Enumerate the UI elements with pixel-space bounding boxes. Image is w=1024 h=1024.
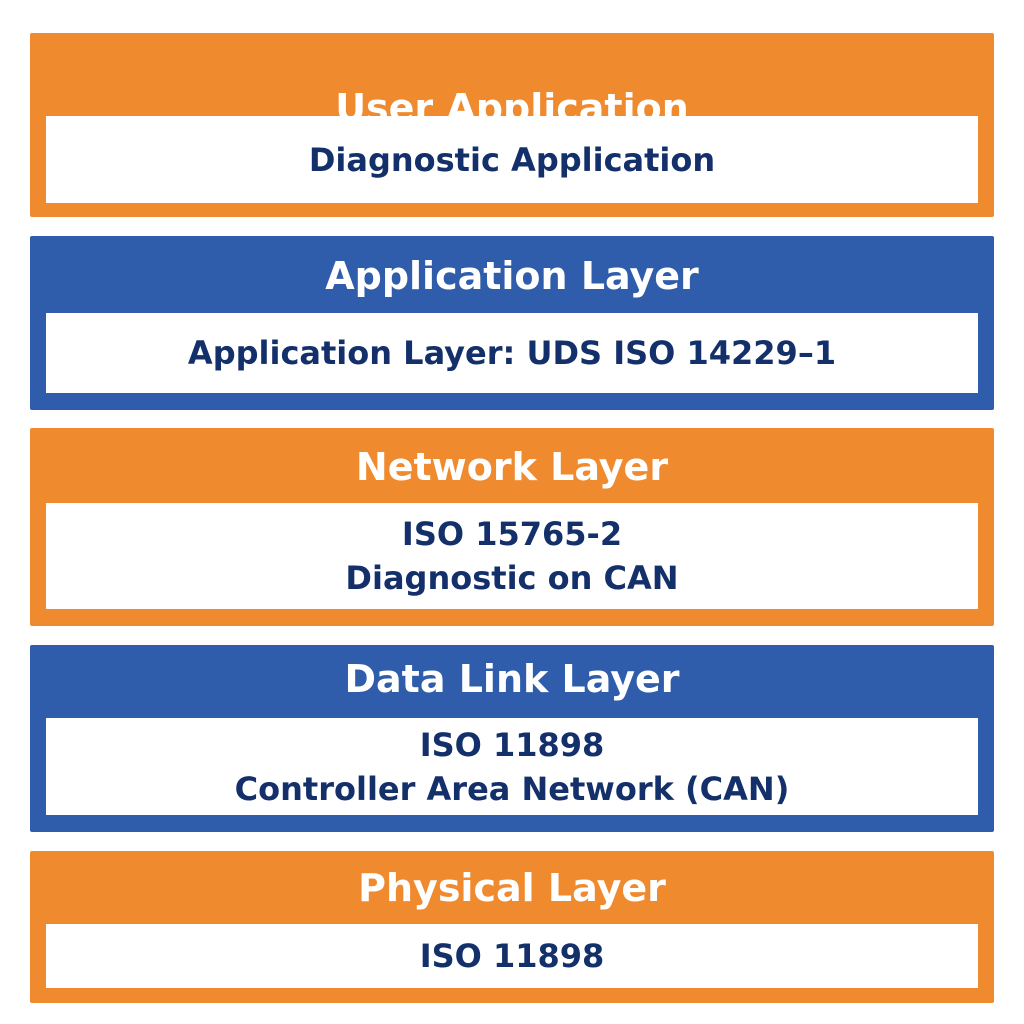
layer-content-line: Diagnostic Application (308, 140, 716, 179)
layer-user-application: User Application Diagnostic Application (30, 33, 994, 217)
layer-content-line: ISO 11898 (419, 725, 605, 764)
layer-content-box: ISO 11898 (46, 924, 978, 988)
layer-title: Application Layer (325, 254, 699, 298)
layer-content-box: Application Layer: UDS ISO 14229–1 (46, 313, 978, 393)
layer-content-box: Diagnostic Application (46, 116, 978, 203)
layer-content-line: Application Layer: UDS ISO 14229–1 (187, 334, 837, 372)
layer-content-line: Controller Area Network (CAN) (234, 769, 790, 808)
layer-application: Application Layer Application Layer: UDS… (30, 236, 994, 410)
layer-content-box: ISO 11898 Controller Area Network (CAN) (46, 718, 978, 815)
layer-content-line: ISO 15765-2 (401, 515, 623, 553)
layer-content-line: Diagnostic on CAN (345, 559, 679, 597)
layer-title: Physical Layer (358, 866, 666, 910)
layer-title: Data Link Layer (344, 657, 680, 701)
layer-content-line: ISO 11898 (419, 937, 605, 975)
layer-data-link: Data Link Layer ISO 11898 Controller Are… (30, 645, 994, 832)
layer-title: Network Layer (355, 445, 669, 489)
layer-physical: Physical Layer ISO 11898 (30, 851, 994, 1003)
layer-network: Network Layer ISO 15765-2 Diagnostic on … (30, 428, 994, 626)
layer-content-box: ISO 15765-2 Diagnostic on CAN (46, 503, 978, 609)
